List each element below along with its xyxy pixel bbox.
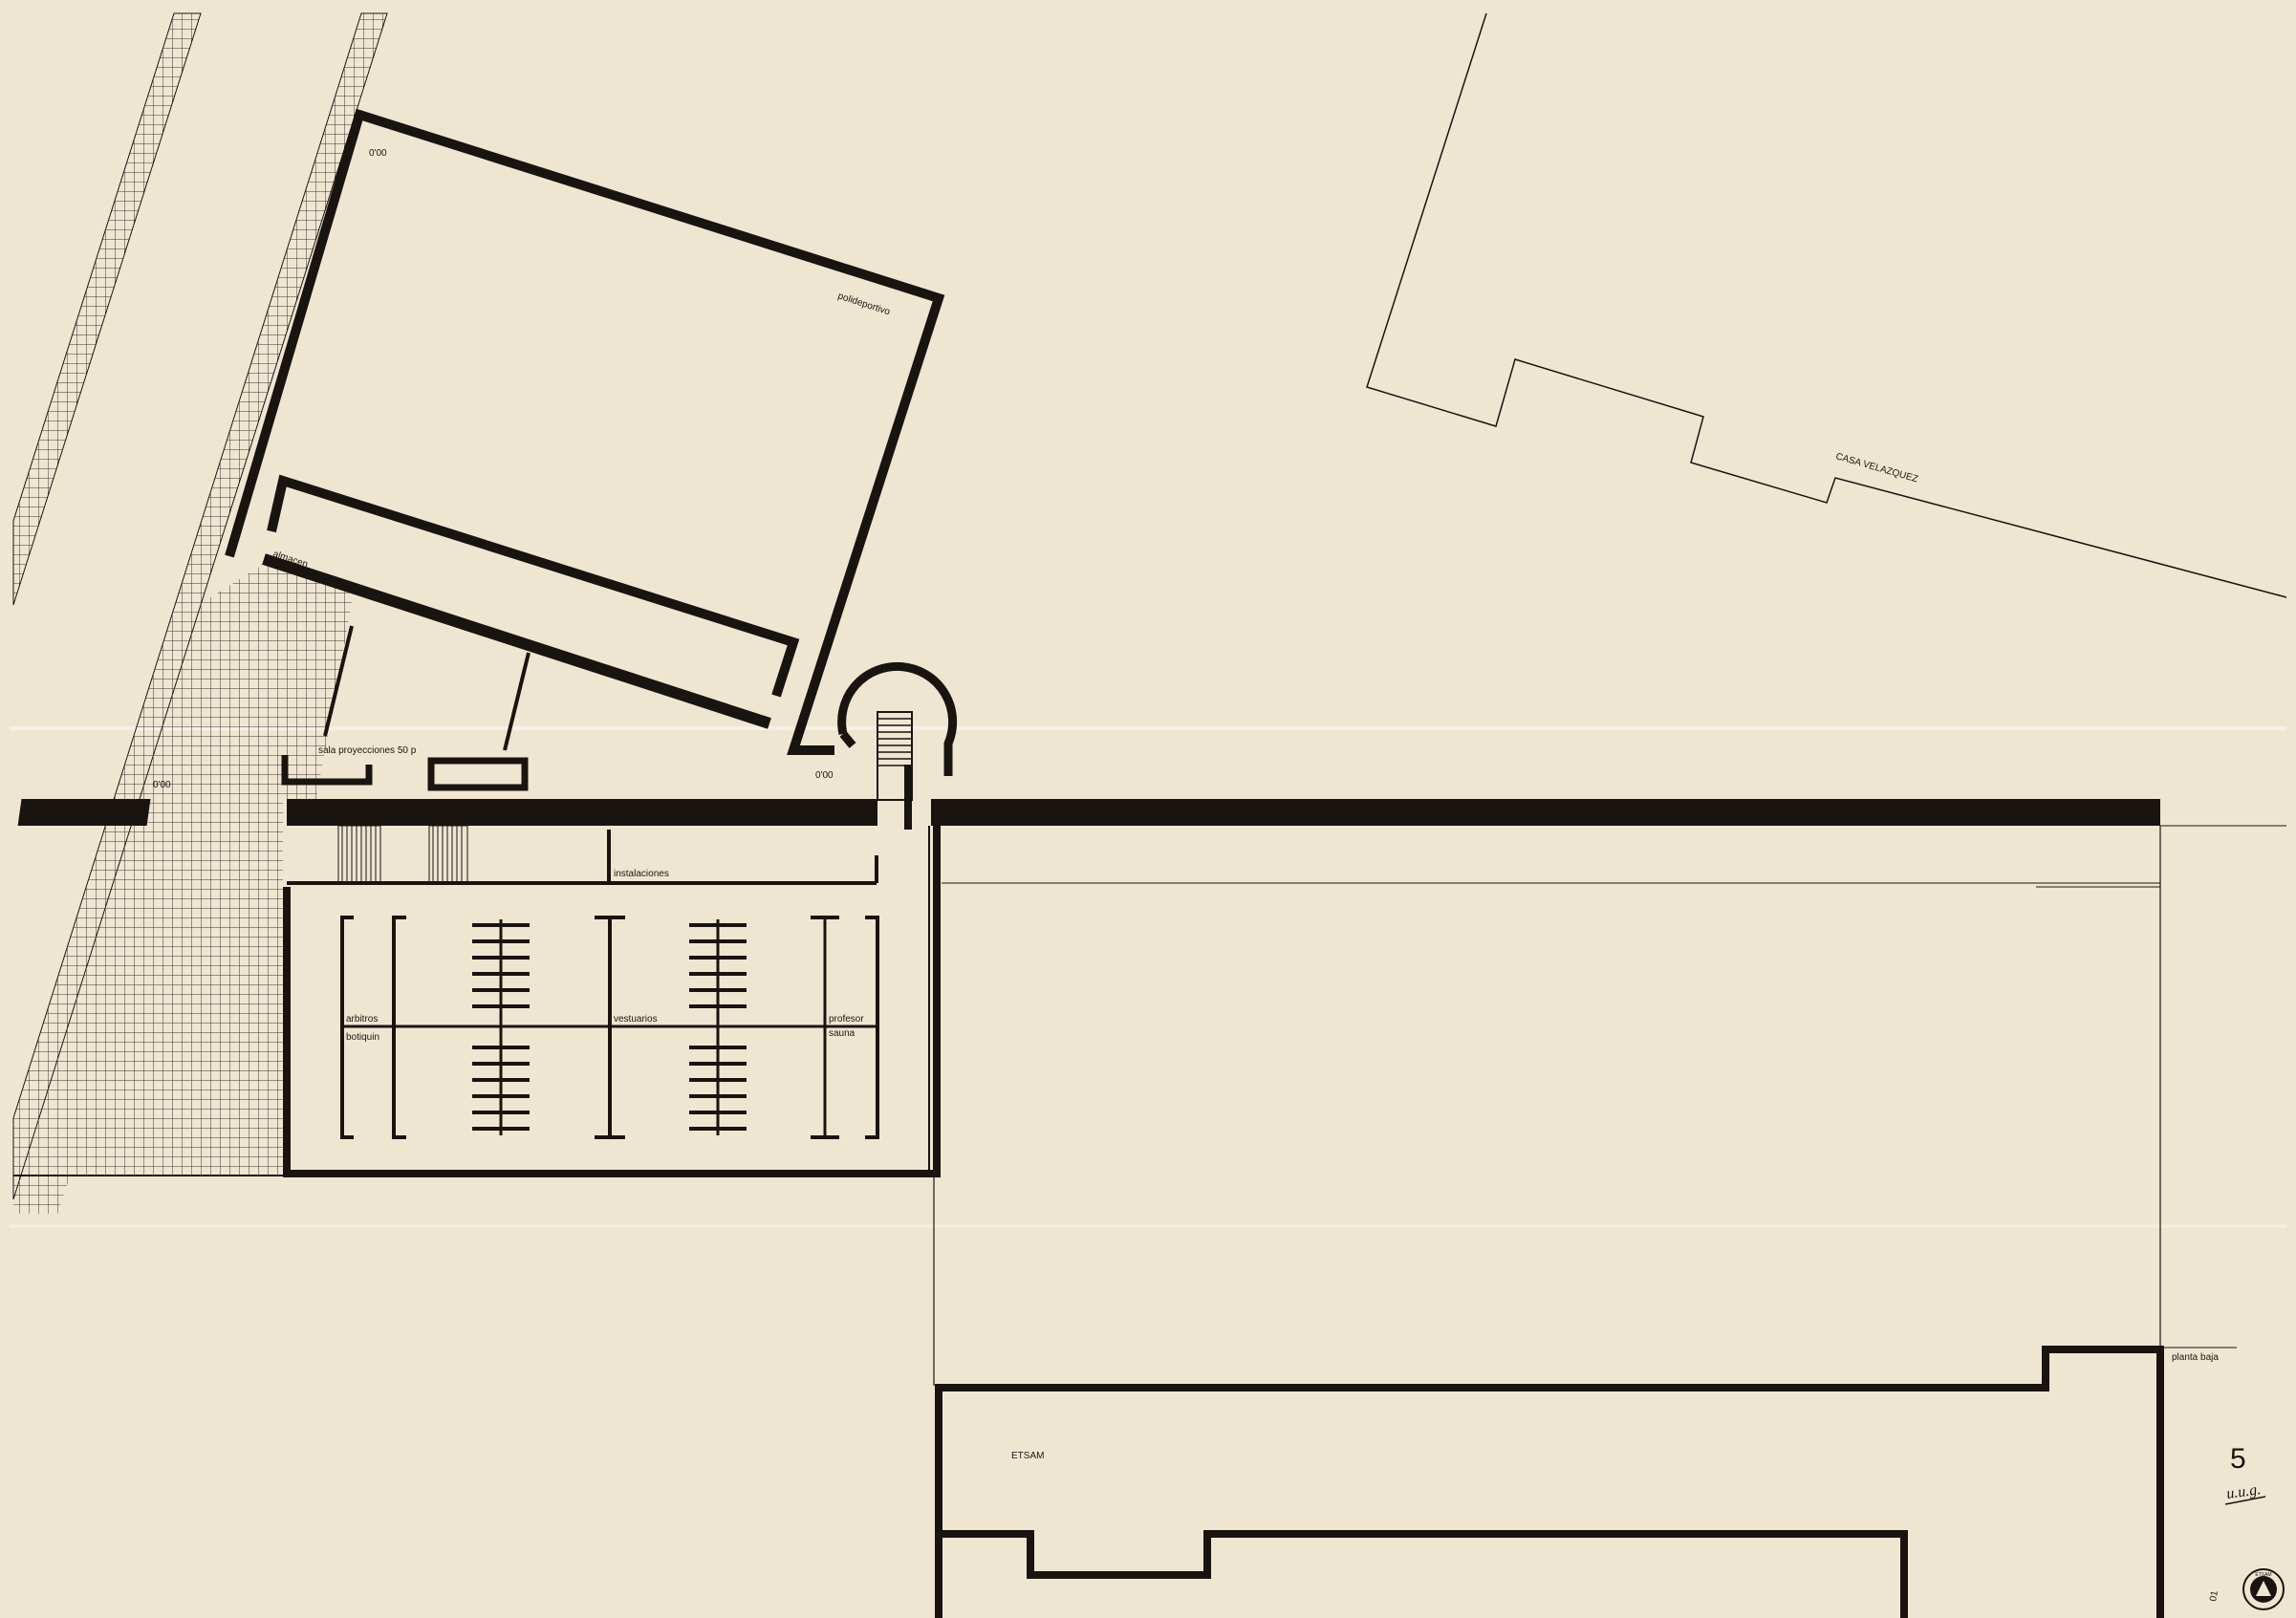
polideportivo-building bbox=[225, 108, 945, 755]
grid-plaza-area bbox=[13, 559, 354, 1223]
signature-underline bbox=[2224, 1496, 2266, 1505]
main-wall-right-segment bbox=[931, 799, 2160, 826]
signature: u.u.g. bbox=[2225, 1481, 2262, 1502]
label-arbitros: arbitros bbox=[346, 1014, 378, 1025]
label-vestuarios: vestuarios bbox=[614, 1014, 658, 1025]
main-wall-center-segment bbox=[287, 799, 877, 826]
projection-booth-glyph bbox=[427, 757, 529, 791]
etsam-stamp-seal: ETSAM bbox=[2242, 1568, 2285, 1610]
almacen-lower-wall bbox=[262, 553, 771, 729]
casa-velazquez-outline bbox=[1366, 12, 2287, 598]
almacen-room bbox=[267, 474, 800, 698]
bracket-rooms bbox=[340, 916, 879, 1139]
entry-stairs-right bbox=[428, 825, 468, 884]
sala-proyecciones-room bbox=[281, 755, 373, 786]
bench-ladder-left bbox=[472, 919, 530, 1135]
label-profesor: profesor bbox=[829, 1014, 864, 1025]
sheet-number: 5 bbox=[2230, 1443, 2246, 1475]
label-etsam: ETSAM bbox=[1011, 1451, 1044, 1461]
label-sala-proyecciones: sala proyecciones 50 p bbox=[318, 745, 417, 756]
grid-strip-outer bbox=[12, 12, 202, 606]
stair-tower bbox=[837, 661, 958, 830]
vestuarios-block bbox=[283, 826, 941, 1177]
main-wall-left-segment bbox=[17, 799, 151, 826]
stamp-text: ETSAM bbox=[2255, 1572, 2271, 1578]
label-planta-baja: planta baja bbox=[2172, 1352, 2219, 1363]
label-level-left: 0'00 bbox=[153, 780, 171, 790]
label-instalaciones: instalaciones bbox=[614, 869, 669, 879]
label-level-entry: 0'00 bbox=[815, 770, 834, 781]
label-botiquin: botiquin bbox=[346, 1032, 379, 1043]
label-level-polideportivo: 0'00 bbox=[369, 148, 387, 159]
strip-connector-1 bbox=[323, 625, 354, 737]
strip-connector-2 bbox=[503, 652, 531, 751]
etsam-building bbox=[935, 1346, 2164, 1618]
label-sauna: sauna bbox=[829, 1028, 856, 1039]
stamp-number: 01 bbox=[2208, 1589, 2220, 1602]
bench-ladder-right bbox=[689, 919, 747, 1135]
entry-stairs-left bbox=[337, 825, 381, 884]
